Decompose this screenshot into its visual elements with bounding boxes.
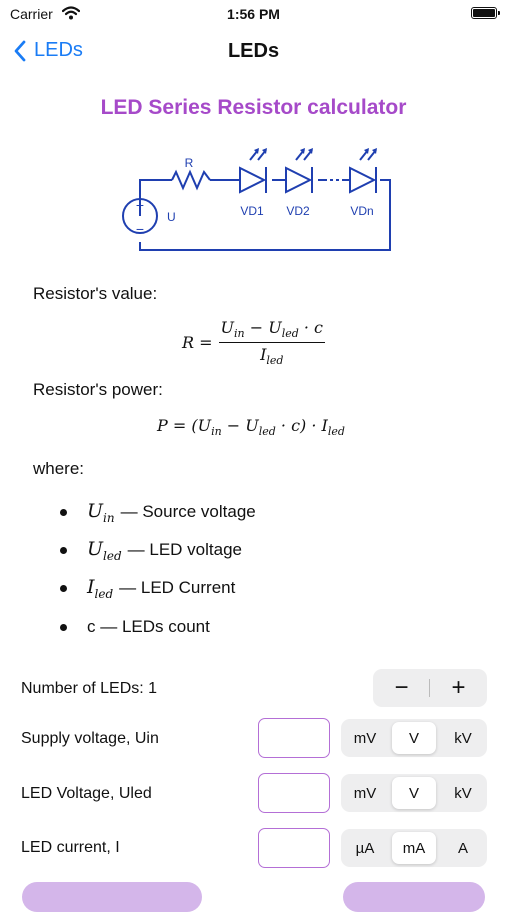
led-label-2: VD2 [286, 204, 310, 218]
legend-desc: — Source voltage [120, 502, 256, 522]
unit-option-kv[interactable]: kV [454, 729, 472, 747]
legend-desc: — LED Current [119, 578, 236, 598]
resistor-formula: R = Uin − Uled · c Iled [182, 318, 325, 367]
decrement-button[interactable]: − [394, 674, 409, 701]
power-formula-part-3: · c) · I [275, 416, 328, 435]
status-bar: Carrier 1:56 PM [0, 0, 507, 28]
power-formula-part-2: − U [221, 416, 259, 435]
calculator-title: LED Series Resistor calculator [100, 96, 407, 119]
number-of-leds-label: Number of LEDs: 1 [21, 680, 158, 697]
where-heading: where: [33, 459, 85, 478]
legend-var: U [87, 500, 104, 522]
led-label-n: VDn [350, 204, 373, 218]
unit-option-v[interactable]: V [392, 722, 436, 754]
led-current-label: LED current, I [21, 839, 120, 856]
led-voltage-input[interactable] [258, 773, 330, 813]
minus-sign: − [136, 221, 144, 237]
bullet-dot [60, 584, 67, 592]
bullet-dot [60, 623, 67, 631]
legend-item: Iled — LED Current [60, 576, 235, 601]
led-voltage-label: LED Voltage, Uled [21, 785, 152, 802]
plus-sign: + [136, 197, 144, 213]
back-button[interactable]: LEDs [14, 39, 83, 62]
formula-r-lhs: R = [182, 333, 213, 353]
stepper-divider [429, 679, 430, 697]
chevron-left-icon [14, 40, 26, 61]
wifi-icon [61, 6, 81, 25]
supply-voltage-unit-selector: mV V kV [341, 719, 487, 757]
supply-voltage-label: Supply voltage, Uin [21, 730, 159, 747]
resistor-power-heading: Resistor's power: [33, 380, 163, 399]
unit-option-kv[interactable]: kV [454, 784, 472, 802]
unit-option-a[interactable]: A [457, 839, 468, 857]
supply-voltage-input[interactable] [258, 718, 330, 758]
increment-button[interactable]: + [451, 674, 466, 701]
source-label: U [167, 210, 176, 224]
led-count-stepper: − + [373, 669, 487, 707]
legend-desc: — LED voltage [127, 540, 242, 560]
led-label-1: VD1 [240, 204, 264, 218]
legend-var-sub: led [103, 548, 122, 563]
legend-var-sub: in [103, 510, 115, 525]
unit-option-mv[interactable]: mV [353, 784, 377, 802]
unit-option-ma[interactable]: mA [392, 832, 436, 864]
carrier-label: Carrier [10, 6, 53, 22]
clock: 1:56 PM [227, 6, 280, 22]
legend-var: U [87, 538, 104, 560]
formula-uin-sub: in [234, 327, 245, 341]
legend-var-sub: led [94, 586, 114, 601]
power-formula-sub-2: led [258, 425, 276, 439]
led-current-unit-selector: µA mA A [341, 829, 487, 867]
legend-item: Uin — Source voltage [60, 500, 256, 525]
unit-option-v[interactable]: V [392, 777, 436, 809]
bottom-action-button-left[interactable] [22, 882, 202, 912]
bullet-dot [60, 546, 67, 554]
formula-minus-uled: − U [244, 318, 282, 337]
legend-desc: c — LEDs count [87, 617, 210, 636]
resistor-value-heading: Resistor's value: [33, 284, 158, 303]
unit-option-ua[interactable]: µA [355, 839, 375, 857]
formula-iled-sub: led [266, 354, 284, 368]
circuit-diagram: R U + − VD1 VD2 VDn [122, 148, 391, 251]
power-formula-part-1: P = (U [157, 416, 212, 435]
bottom-action-button-right[interactable] [343, 882, 485, 912]
power-formula: P = (Uin − Uled · c) · Iled [157, 416, 345, 438]
back-button-label: LEDs [34, 39, 83, 61]
resistor-label: R [185, 156, 194, 170]
legend-var: I [87, 576, 95, 598]
legend-item: Uled — LED voltage [60, 538, 242, 563]
battery-icon [471, 7, 500, 19]
formula-iled: I [260, 345, 267, 365]
legend-item: c — LEDs count [60, 617, 210, 637]
formula-uled-sub: led [281, 327, 299, 341]
unit-option-mv[interactable]: mV [353, 729, 377, 747]
page-title: LEDs [227, 40, 280, 62]
navigation-bar: LEDs LEDs [0, 36, 507, 72]
formula-times-c: · c [298, 318, 323, 337]
led-current-input[interactable] [258, 828, 330, 868]
formula-uin: U [220, 318, 235, 337]
led-voltage-unit-selector: mV V kV [341, 774, 487, 812]
power-formula-sub-1: in [211, 425, 222, 439]
bullet-dot [60, 508, 67, 516]
power-formula-sub-3: led [327, 425, 345, 439]
